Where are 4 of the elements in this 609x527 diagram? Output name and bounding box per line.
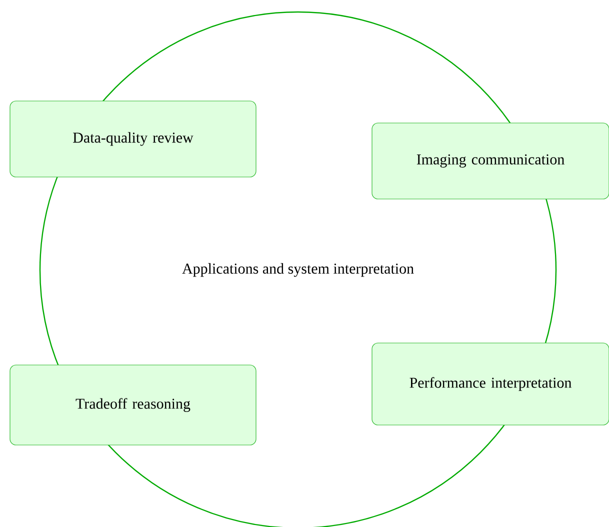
topic-box: Tradeoff reasoning [10, 364, 256, 446]
topic-box: Data-quality review [10, 100, 256, 178]
topic-box: Performance interpretation [372, 342, 609, 426]
topic-box: Imaging communication [372, 122, 609, 200]
